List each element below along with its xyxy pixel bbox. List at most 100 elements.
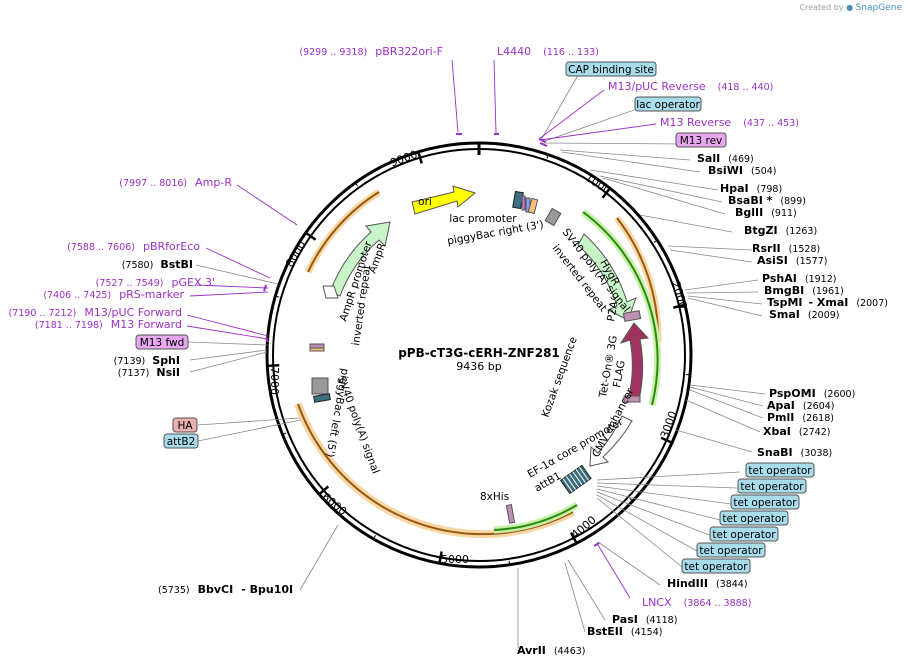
enzyme-avrii: AvrII(4463) — [517, 644, 586, 657]
box-tet-operator-2: tet operator — [737, 478, 807, 494]
enzyme-smai: SmaI(2009) — [769, 308, 840, 321]
box-tet-operator-6: tet operator — [696, 542, 766, 558]
enzyme-pmli: PmlI(2618) — [767, 411, 834, 424]
flag-box — [623, 395, 641, 403]
tick-minor — [282, 432, 287, 435]
box-ha: HA — [172, 417, 198, 433]
enzyme-bbvci: (5735)BbvCI- Bpu10I — [158, 583, 293, 596]
lac-promoter-label: lac promoter — [449, 213, 517, 225]
box-tet-operator-3: tet operator — [730, 494, 800, 510]
p2a-label: P2A — [605, 300, 620, 323]
ori-label: ori — [418, 196, 432, 208]
primer-prs-marker: (7406 .. 7425)pRS-marker — [43, 288, 184, 301]
tick-8000 — [305, 231, 317, 241]
svg-text:HA: HA — [177, 420, 193, 432]
enzyme-nsii: (7137) NsiI — [118, 366, 180, 379]
tick-minor — [275, 295, 280, 298]
tick-5000 — [438, 551, 443, 564]
tick-label-6000: 6000 — [319, 490, 349, 518]
enzyme-sphi: (7139) SphI — [114, 354, 180, 367]
flag-label: FLAG — [611, 360, 628, 389]
tick-2000 — [673, 303, 686, 309]
ef1a-box — [559, 464, 592, 495]
tick-7000 — [267, 364, 280, 368]
leader-lines — [187, 74, 766, 648]
tick-label-9000: 9000 — [388, 148, 419, 170]
enzyme-bsabi-: BsaBI *(899) — [728, 194, 806, 207]
enzyme-bsteii: BstEII(4154) — [587, 625, 662, 638]
primer-pbr322ori-f: (9299 .. 9318)pBR322ori-F — [299, 45, 443, 58]
cmv-arrow — [589, 415, 633, 467]
enzyme-bstbi: (7580) BstBI — [122, 258, 193, 271]
enzyme-sali: SalI(469) — [697, 152, 754, 165]
his-box — [505, 504, 516, 524]
plasmid-name: pPB-cT3G-cERH-ZNF281 — [398, 346, 560, 360]
enzyme-apai: ApaI(2604) — [767, 399, 835, 412]
tick-label-2000: 2000 — [669, 280, 690, 311]
enzyme-btgzi: BtgZI(1263) — [744, 224, 817, 237]
sv40-polya-box-2 — [311, 377, 331, 403]
tick-label-4000: 4000 — [569, 513, 599, 541]
tick-label-7000: 7000 — [268, 367, 281, 395]
box-lac-operator: lac operator — [634, 96, 702, 112]
snapgene-logo-icon: ● — [846, 3, 854, 12]
svg-text:tet operator: tet operator — [733, 497, 797, 509]
tick-minor — [546, 154, 549, 159]
primer-marks — [263, 133, 600, 547]
enzyme-pspomi: PspOMI(2600) — [769, 387, 855, 400]
ampr-arrow — [329, 221, 391, 297]
svg-text:CAP binding site: CAP binding site — [568, 64, 654, 76]
primer-m13-reverse: M13 Reverse(437 .. 453) — [660, 116, 799, 129]
primer-m13-puc-reverse: M13/pUC Reverse(418 .. 440) — [608, 80, 773, 93]
primer-l4440: L4440(116 .. 133) — [497, 45, 599, 58]
enzyme-bmgbi: BmgBI(1961) — [764, 284, 844, 297]
tet-on-arrow — [619, 322, 650, 401]
enzyme-tspmi: TspMI- XmaI(2007) — [767, 296, 888, 309]
ampr-promoter-arrow — [322, 285, 339, 299]
sv40-polya-2-label: SV40 poly(A) signal — [335, 375, 381, 475]
p2a-box — [622, 310, 642, 322]
primer-m13-puc-forward: (7190 .. 7212)M13/pUC Forward — [8, 306, 182, 319]
tick-label-1000: 1000 — [583, 171, 613, 197]
primer-m13-forward: (7181 .. 7198)M13 Forward — [35, 318, 182, 331]
enzyme-hindiii: HindIII(3844) — [667, 577, 748, 590]
enzyme-pasi: PasI(4118) — [612, 613, 677, 626]
svg-text:M13 fwd: M13 fwd — [140, 337, 185, 349]
enzyme-bsiwi: BsiWI(504) — [708, 164, 776, 177]
tick-label-8000: 8000 — [283, 239, 309, 270]
svg-text:tet operator: tet operator — [748, 465, 812, 477]
tick-minor — [508, 560, 511, 565]
tick-label-5000: 5000 — [441, 553, 469, 566]
svg-text:attB2: attB2 — [167, 436, 196, 448]
primer-pbrforeco: (7588 .. 7606)pBRforEco — [67, 240, 200, 253]
ori-arrow — [411, 185, 477, 215]
tick-1000 — [601, 187, 611, 199]
enzyme-pshai: PshAI(1912) — [762, 272, 836, 285]
svg-text:lac operator: lac operator — [636, 99, 700, 111]
his-label: 8xHis — [480, 491, 509, 503]
tick-minor — [354, 182, 358, 187]
enzyme-asisi: AsiSI(1577) — [757, 254, 827, 267]
green-feature-arcs — [493, 209, 662, 534]
tick-9000 — [417, 151, 423, 164]
svg-text:tet operator: tet operator — [699, 545, 763, 557]
hygr-arrow — [577, 233, 637, 321]
tick-minor — [653, 239, 658, 243]
svg-text:tet operator: tet operator — [722, 513, 786, 525]
svg-text:tet operator: tet operator — [684, 561, 748, 573]
tick-minor — [373, 535, 376, 540]
box-tet-operator-1: tet operator — [745, 462, 815, 478]
enzyme-rsrii: RsrII(1528) — [752, 242, 820, 255]
primer-amp-r: (7997 .. 8016)Amp-R — [119, 176, 232, 189]
tick-minor — [629, 497, 634, 502]
primer-pgex-3-: (7527 .. 7549)pGEX 3' — [96, 276, 215, 289]
svg-text:M13 rev: M13 rev — [680, 135, 723, 147]
tick-3000 — [660, 436, 673, 444]
enzyme-snabi: SnaBI(3038) — [757, 446, 832, 459]
enzyme-bglii: BglII(911) — [735, 206, 797, 219]
tick-4000 — [569, 531, 578, 544]
enzyme-hpai: HpaI(798) — [720, 182, 782, 195]
tick-6000 — [318, 485, 330, 496]
